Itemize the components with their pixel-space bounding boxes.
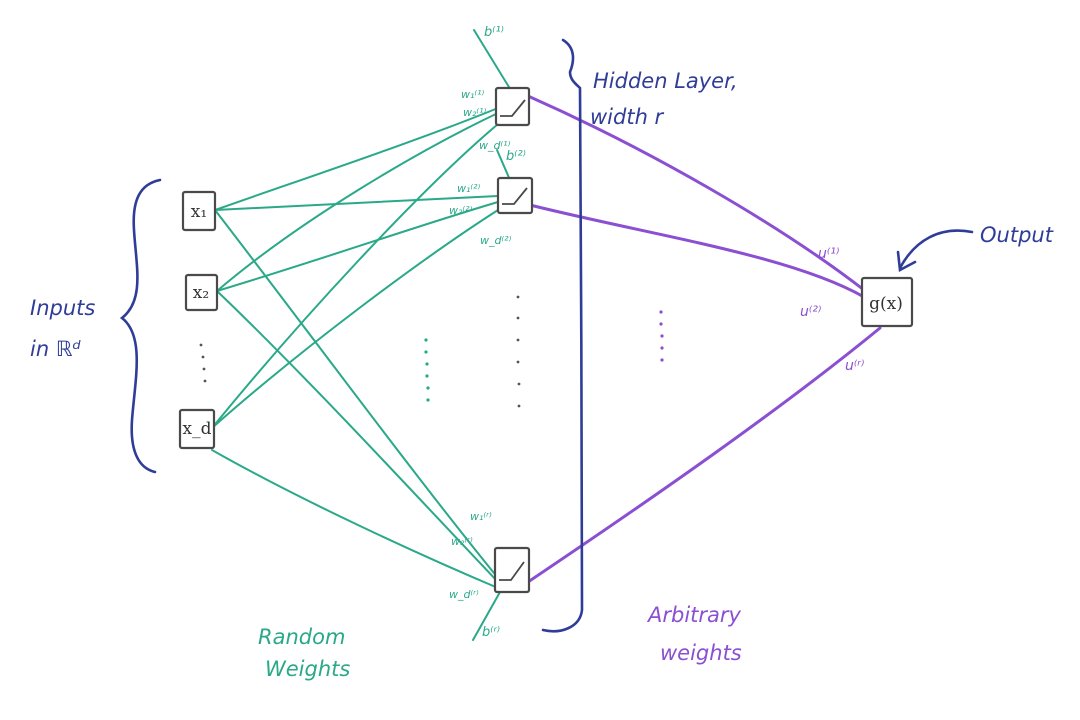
output-node: g(x) bbox=[860, 276, 914, 328]
weight-label-r-d: w_d⁽ʳ⁾ bbox=[449, 588, 479, 601]
random-weights-caption-line2: Weights bbox=[265, 657, 350, 681]
output-weight-label-r: u⁽ʳ⁾ bbox=[845, 358, 864, 374]
arbitrary-weight-edges bbox=[526, 94, 882, 584]
weight-label-1-1: w₁⁽¹⁾ bbox=[461, 88, 485, 101]
weight-label-r-1: w₁⁽ʳ⁾ bbox=[470, 510, 492, 523]
output-arrow bbox=[898, 229, 974, 270]
edge-h2-out bbox=[528, 203, 866, 299]
random-weights-ellipsis bbox=[424, 338, 430, 402]
hidden-layer-bracket bbox=[541, 38, 584, 633]
bias-label-r: b⁽ʳ⁾ bbox=[482, 625, 500, 640]
edge-h1-out bbox=[526, 94, 866, 292]
relu-icon bbox=[499, 561, 525, 581]
captions: Random Weights Arbitrary weights bbox=[258, 603, 742, 681]
input-node-x1: x₁ bbox=[181, 190, 217, 232]
input-label-xd: x_d bbox=[183, 419, 212, 439]
input-label-x2: x₂ bbox=[193, 283, 209, 303]
hidden-ellipsis bbox=[516, 295, 521, 408]
arbitrary-weight-labels: u⁽¹⁾ u⁽²⁾ u⁽ʳ⁾ bbox=[800, 246, 864, 374]
annotation-strokes bbox=[119, 38, 974, 633]
inputs-label-line1: Inputs bbox=[30, 296, 95, 320]
bias-edge-1 bbox=[473, 29, 513, 93]
hidden-node-1 bbox=[494, 86, 531, 127]
hidden-layer-label-line2: width r bbox=[590, 105, 665, 129]
edge-x2-h2 bbox=[216, 201, 499, 292]
relu-icon bbox=[502, 187, 528, 205]
arbitrary-weights-caption-line1: Arbitrary bbox=[646, 603, 742, 627]
bias-label-1: b⁽¹⁾ bbox=[484, 25, 504, 40]
weight-label-1-2: w₂⁽¹⁾ bbox=[463, 106, 487, 119]
hidden-node-2 bbox=[496, 176, 534, 215]
output-weight-label-1: u⁽¹⁾ bbox=[818, 246, 839, 262]
input-node-xd: x_d bbox=[178, 408, 216, 450]
edge-x1-h1 bbox=[214, 107, 499, 211]
random-weight-labels: b⁽¹⁾ w₁⁽¹⁾ w₂⁽¹⁾ w_d⁽¹⁾ b⁽²⁾ w₁⁽²⁾ w₂⁽²⁾… bbox=[449, 25, 526, 640]
bias-label-2: b⁽²⁾ bbox=[506, 149, 526, 164]
edge-x2-h1 bbox=[216, 112, 499, 292]
edge-xd-h1 bbox=[211, 123, 499, 429]
edge-x1-hr bbox=[214, 209, 499, 579]
edge-x2-hr bbox=[216, 290, 499, 583]
output-node-label: g(x) bbox=[869, 294, 903, 314]
weight-label-2-1: w₁⁽²⁾ bbox=[457, 182, 481, 195]
hidden-node-r bbox=[493, 546, 531, 594]
output-arrow-head bbox=[896, 250, 917, 273]
relu-icon bbox=[500, 99, 526, 117]
arbitrary-weights-caption-line2: weights bbox=[660, 641, 742, 665]
output-weights-ellipsis bbox=[659, 310, 664, 362]
navy-labels: Inputs in ℝᵈ Hidden Layer, width r Outpu… bbox=[30, 69, 1054, 361]
bias-edge-2 bbox=[496, 149, 511, 181]
random-weights-caption-line1: Random bbox=[258, 625, 345, 649]
ellipsis-dots bbox=[199, 295, 664, 408]
weight-label-r-2: w₂⁽ʳ⁾ bbox=[451, 535, 473, 548]
edge-xd-hr bbox=[211, 449, 499, 589]
edge-xd-h2 bbox=[211, 209, 499, 429]
bias-edge-r bbox=[472, 591, 501, 641]
edge-x1-h2 bbox=[214, 195, 499, 211]
inputs-label-line2: in ℝᵈ bbox=[30, 337, 81, 361]
input-label-x1: x₁ bbox=[191, 202, 207, 222]
inputs-brace bbox=[119, 178, 162, 474]
weight-label-2-d: w_d⁽²⁾ bbox=[480, 234, 512, 247]
weight-label-1-d: w_d⁽¹⁾ bbox=[479, 139, 511, 152]
output-weight-label-2: u⁽²⁾ bbox=[800, 304, 821, 320]
input-node-x2: x₂ bbox=[184, 273, 219, 312]
random-weight-edges bbox=[211, 29, 513, 641]
output-label: Output bbox=[980, 223, 1054, 247]
hidden-layer-label-line1: Hidden Layer, bbox=[593, 69, 738, 93]
inputs-ellipsis bbox=[199, 343, 207, 383]
weight-label-2-2: w₂⁽²⁾ bbox=[449, 204, 473, 217]
edge-hr-out bbox=[526, 326, 882, 584]
